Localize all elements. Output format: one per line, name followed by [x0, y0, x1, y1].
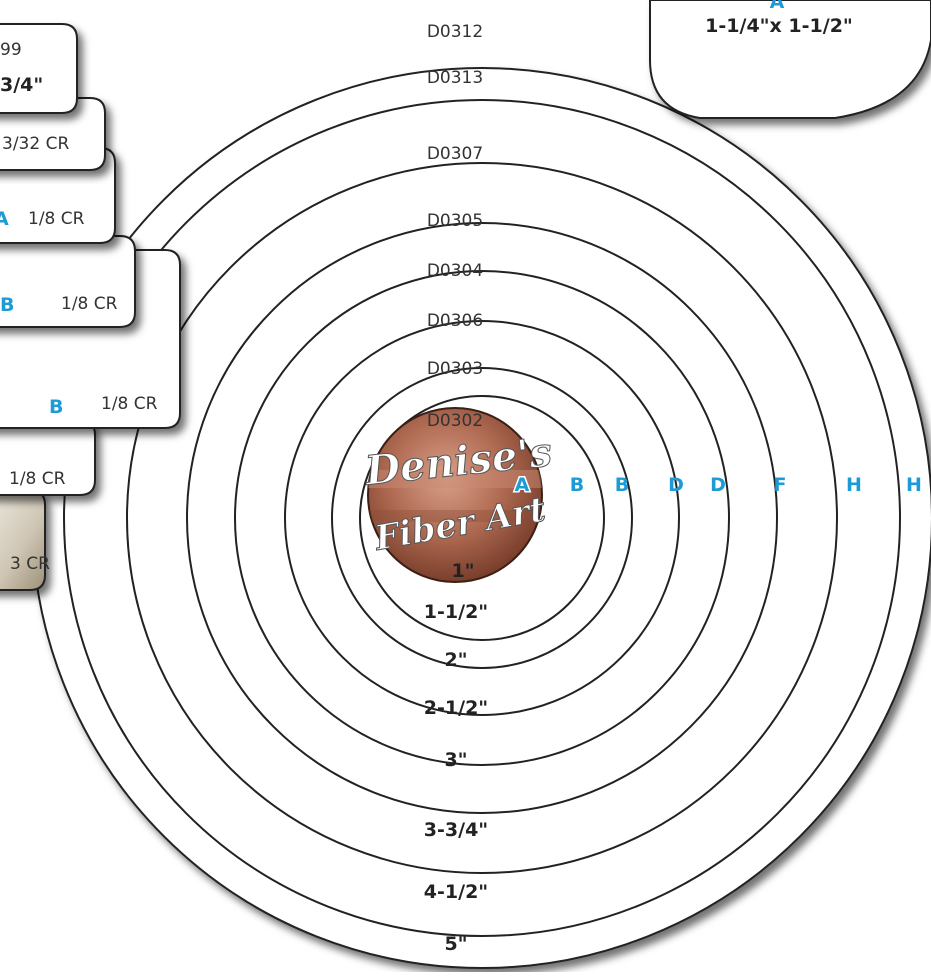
ring-3-inch: [186, 222, 778, 814]
grade-letter: H: [846, 474, 862, 496]
ring-4-1-2-inch: [63, 99, 901, 937]
code-label: D0304: [427, 261, 483, 281]
oval-card-size: 1-1/4"x 1-1/2": [705, 15, 853, 37]
left-card-3-grade: A: [0, 208, 9, 230]
code-label: D0303: [427, 359, 483, 379]
left-card-4-corner: 1/8 CR: [61, 294, 118, 314]
size-label: 5": [444, 933, 467, 955]
left-card-7: 3 CR: [0, 489, 50, 591]
circle-code-labels: D0312 D0313 D0307 D0305 D0304 D0306 D030…: [427, 22, 483, 431]
left-card-3-corner: 1/8 CR: [28, 209, 85, 229]
ring-1-1-2-inch: [331, 367, 633, 669]
ring-2-inch: [284, 320, 680, 716]
grade-letter: F: [774, 474, 787, 496]
left-card-1-top: 99: [0, 40, 22, 60]
left-card-6-corner: 1/8 CR: [9, 469, 66, 489]
left-card-5-grade: B: [49, 396, 63, 418]
left-card-2: 3/32 CR: [0, 97, 106, 171]
logo-image: Denise's Fiber Art: [362, 407, 555, 583]
size-label: 1-1/2": [424, 601, 488, 623]
code-label: D0305: [427, 211, 483, 231]
oval-card-grade: A: [770, 0, 785, 13]
grade-letter-row: A B B D D F H H: [513, 473, 922, 498]
code-label: D0313: [427, 68, 483, 88]
left-card-2-corner: 3/32 CR: [2, 134, 69, 154]
left-card-stack: 3 CR 1/8 CR B 1/8 CR B 1/8 CR A 1/8 CR 3…: [0, 23, 181, 591]
ring-1-inch: [359, 395, 605, 641]
code-label: D0312: [427, 22, 483, 42]
size-label: 4-1/2": [424, 881, 488, 903]
left-card-5-corner: 1/8 CR: [101, 394, 158, 414]
size-label: 2-1/2": [424, 697, 488, 719]
size-label: 2": [444, 649, 467, 671]
grade-letter: D: [710, 474, 726, 496]
grade-letter: A: [515, 474, 530, 496]
left-card-4-grade: B: [0, 294, 14, 316]
grade-letter: D: [668, 474, 684, 496]
left-card-7-corner: 3 CR: [10, 554, 50, 574]
code-label: D0302: [427, 411, 483, 431]
left-card-6: 1/8 CR: [0, 419, 96, 496]
code-label: D0307: [427, 144, 483, 164]
ring-3-3-4-inch: [126, 162, 838, 874]
oval-card: A 1-1/4"x 1-1/2": [649, 0, 931, 119]
left-card-1-bold: 3/4": [0, 74, 43, 96]
code-label: D0306: [427, 311, 483, 331]
ring-2-1-2-inch: [234, 270, 730, 766]
circle-size-labels: 1" 1-1/2" 2" 2-1/2" 3" 3-3/4" 4-1/2" 5": [424, 560, 488, 955]
left-card-4: B 1/8 CR: [0, 235, 136, 328]
size-label: 1": [451, 560, 474, 582]
left-card-1: 99 3/4": [0, 23, 78, 114]
grade-letter: B: [570, 474, 584, 496]
left-card-3: A 1/8 CR: [0, 147, 116, 244]
size-label: 3": [444, 749, 467, 771]
grade-letter: B: [615, 474, 629, 496]
grade-letter: H: [906, 474, 922, 496]
size-label: 3-3/4": [424, 819, 488, 841]
